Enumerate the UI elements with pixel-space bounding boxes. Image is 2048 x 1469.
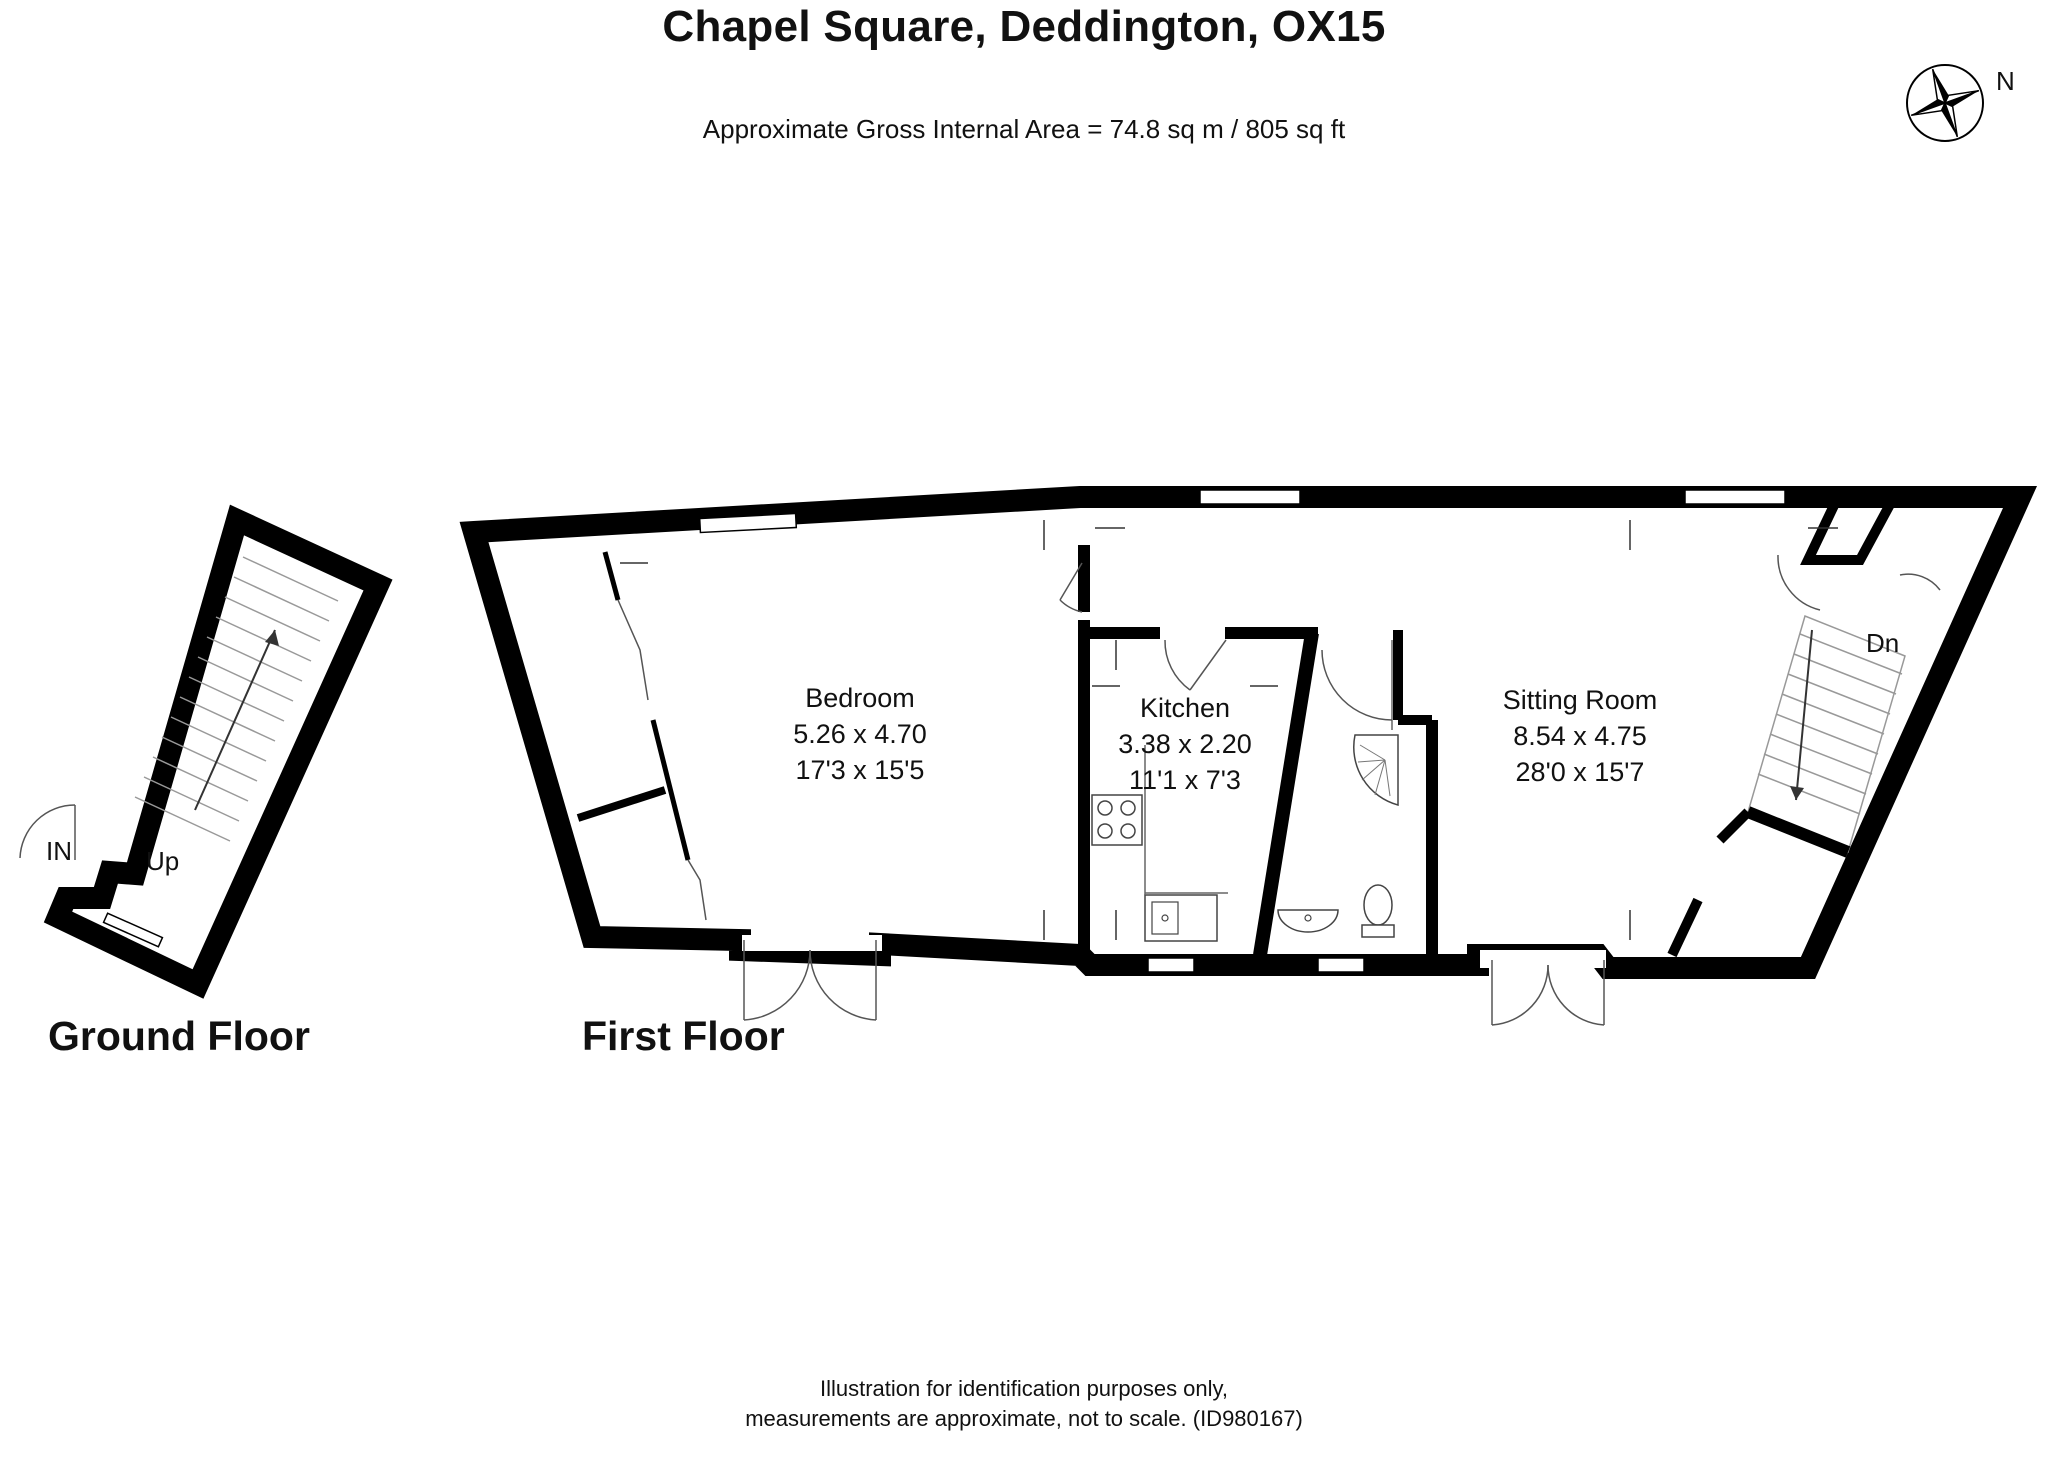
- room-name: Bedroom: [805, 683, 915, 713]
- ground-floor-plan: [19, 504, 393, 999]
- room-sitting-room: Sitting Room 8.54 x 4.75 28'0 x 15'7: [1460, 682, 1700, 790]
- ground-stairs-up-label: Up: [146, 846, 180, 876]
- disclaimer-line-1: Illustration for identification purposes…: [819, 1376, 1229, 1401]
- first-stairs-down-label: Dn: [1866, 628, 1900, 658]
- compass-rose-icon: [1906, 64, 1984, 142]
- first-floor-label: First Floor: [582, 1013, 785, 1059]
- disclaimer: Illustration for identification purposes…: [0, 1374, 2048, 1434]
- plan-title: Chapel Square, Deddington, OX15: [662, 2, 1386, 51]
- kitchen-sink-icon: [1144, 894, 1218, 942]
- ground-floor-label: Ground Floor: [48, 1013, 310, 1059]
- entrance-label: IN: [46, 836, 72, 866]
- compass-north-label: N: [1996, 66, 2015, 96]
- room-kitchen: Kitchen 3.38 x 2.20 11'1 x 7'3: [1080, 690, 1290, 798]
- room-imperial-size: 28'0 x 15'7: [1515, 757, 1645, 787]
- room-metric-size: 5.26 x 4.70: [793, 719, 927, 749]
- disclaimer-line-2: measurements are approximate, not to sca…: [745, 1406, 1303, 1431]
- gross-area-text: Approximate Gross Internal Area = 74.8 s…: [702, 114, 1346, 144]
- washbasin-icon: [1277, 909, 1339, 933]
- first-floor-plan: [459, 486, 2038, 1026]
- kitchen-hob-icon: [1091, 794, 1143, 846]
- room-imperial-size: 11'1 x 7'3: [1129, 765, 1241, 795]
- toilet-icon: [1361, 884, 1395, 938]
- room-metric-size: 8.54 x 4.75: [1513, 721, 1647, 751]
- room-bedroom: Bedroom 5.26 x 4.70 17'3 x 15'5: [740, 680, 980, 788]
- compass: N: [1900, 58, 2020, 148]
- room-name: Sitting Room: [1502, 685, 1658, 715]
- room-metric-size: 3.38 x 2.20: [1118, 729, 1252, 759]
- room-name: Kitchen: [1139, 693, 1231, 723]
- shower-icon: [1353, 734, 1399, 806]
- room-imperial-size: 17'3 x 15'5: [795, 755, 925, 785]
